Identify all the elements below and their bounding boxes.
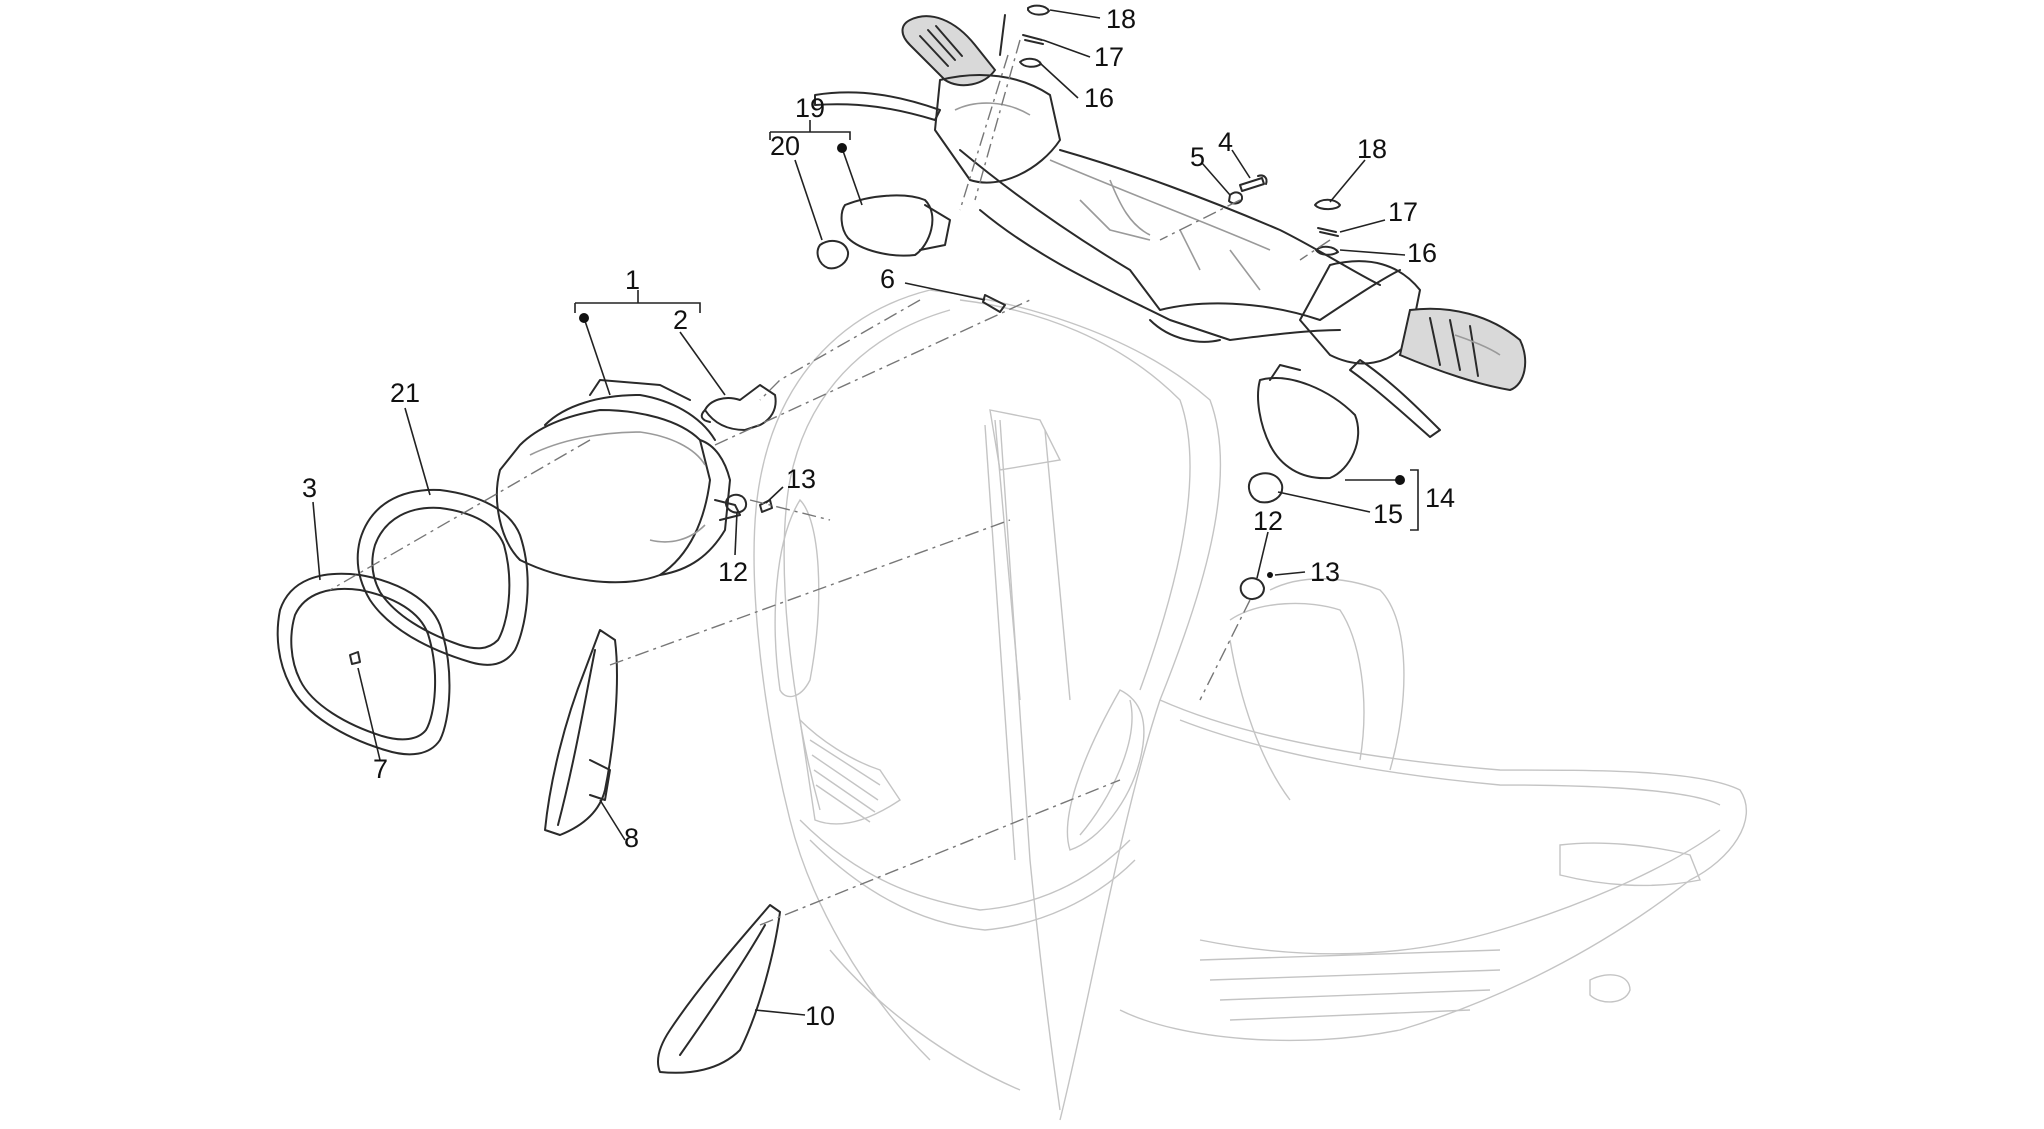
callout-15: 15 [1373,499,1403,529]
callout-20: 20 [770,131,800,161]
right-indicator [1247,364,1360,504]
callout-8: 8 [624,823,639,853]
callout-12-left: 12 [718,557,748,587]
callout-16-right: 16 [1407,238,1437,268]
leader-lines [312,9,1419,1016]
callout-10: 10 [805,1001,835,1031]
callout-3: 3 [302,473,317,503]
callout-17-right: 17 [1388,197,1418,227]
lower-reflector [657,904,781,1074]
assembly-guide-lines [329,39,1331,926]
small-hardware [982,4,1341,600]
callout-14: 14 [1425,483,1455,513]
callout-16-top: 16 [1084,83,1114,113]
front-shield-body [753,289,1747,1121]
callout-13-left: 13 [786,464,816,494]
callout-13-right: 13 [1310,557,1340,587]
callout-12-right: 12 [1253,506,1283,536]
callout-5: 5 [1190,142,1205,172]
side-reflector [544,629,618,836]
callout-7: 7 [373,754,388,784]
callout-labels: 1 2 21 3 7 8 10 12 13 19 20 6 5 4 18 17 … [302,4,1455,1031]
callout-18-top: 18 [1106,4,1136,34]
callout-17-top: 17 [1094,42,1124,72]
callout-6: 6 [880,264,895,294]
handlebar-assembly [814,14,1527,438]
left-indicator [816,194,951,270]
headlamp-unit [495,379,777,584]
headlamp-bezel [356,488,529,666]
callout-1: 1 [625,265,640,295]
chrome-ring [276,572,451,756]
callout-19: 19 [795,93,825,123]
callout-21: 21 [390,378,420,408]
callout-2: 2 [673,305,688,335]
callout-4: 4 [1218,127,1233,157]
callout-18-right: 18 [1357,134,1387,164]
